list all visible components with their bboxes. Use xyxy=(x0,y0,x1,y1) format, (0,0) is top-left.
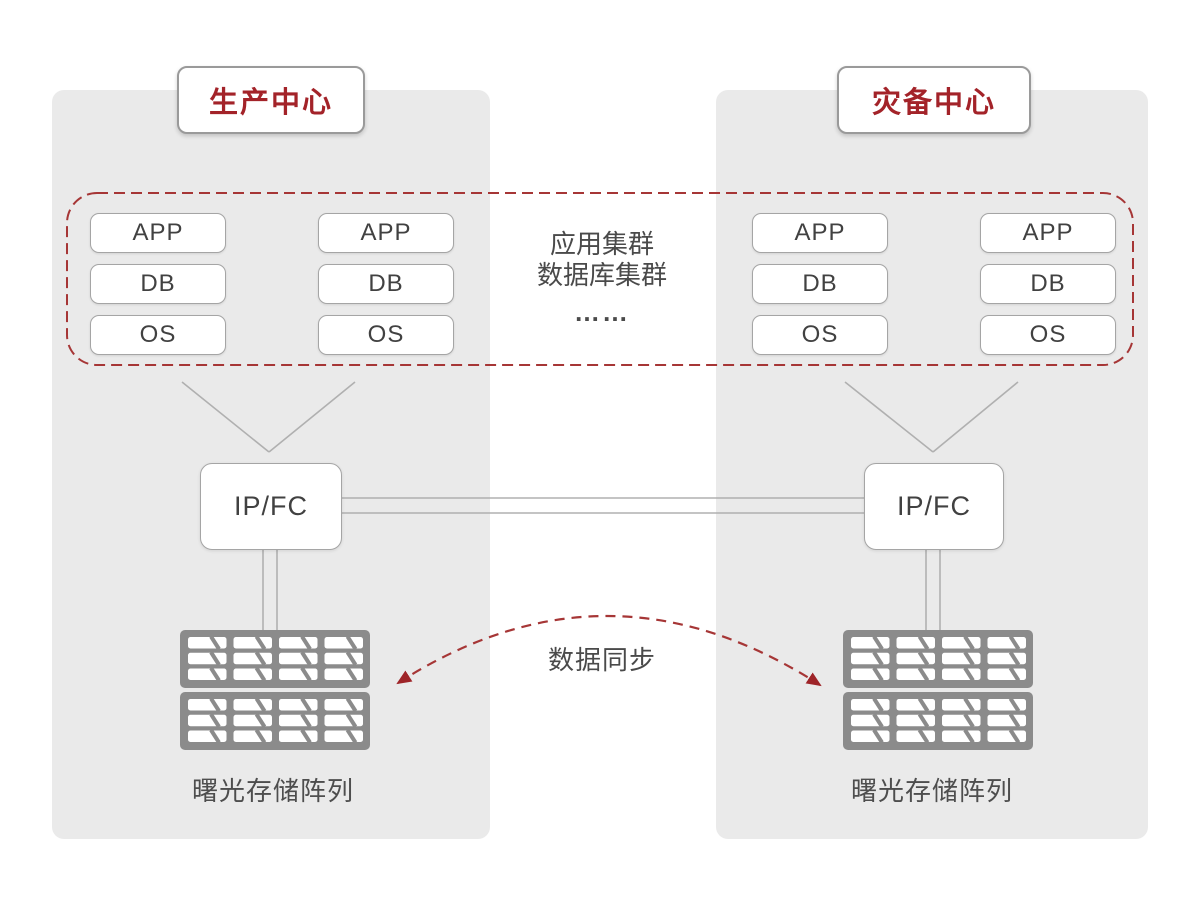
disaster-recovery-title: 灾备中心 xyxy=(837,66,1031,134)
node-box-app: APP xyxy=(90,213,226,253)
node-box-app: APP xyxy=(318,213,454,253)
cluster-note-line2: 数据库集群 xyxy=(536,260,667,290)
ipfc-switch-left: IP/FC xyxy=(200,463,342,550)
node-box-db: DB xyxy=(752,264,888,304)
node-box-db: DB xyxy=(980,264,1116,304)
node-box-os: OS xyxy=(980,315,1116,355)
storage-array-icon xyxy=(180,630,370,750)
ipfc-switch-right: IP/FC xyxy=(864,463,1004,550)
node-box-db: DB xyxy=(318,264,454,304)
storage-label-right: 曙光存储阵列 xyxy=(850,776,1013,806)
cluster-note-line1: 应用集群 xyxy=(549,229,654,259)
production-center-title: 生产中心 xyxy=(177,66,365,134)
data-sync-label: 数据同步 xyxy=(547,645,656,675)
node-box-os: OS xyxy=(90,315,226,355)
node-box-app: APP xyxy=(752,213,888,253)
node-box-os: OS xyxy=(318,315,454,355)
cluster-note-ellipsis: …… xyxy=(574,297,630,327)
node-box-os: OS xyxy=(752,315,888,355)
cluster-note: 应用集群 数据库集群 …… xyxy=(467,229,737,328)
storage-label-left: 曙光存储阵列 xyxy=(191,776,354,806)
node-box-db: DB xyxy=(90,264,226,304)
node-box-app: APP xyxy=(980,213,1116,253)
storage-array-icon xyxy=(843,630,1033,750)
